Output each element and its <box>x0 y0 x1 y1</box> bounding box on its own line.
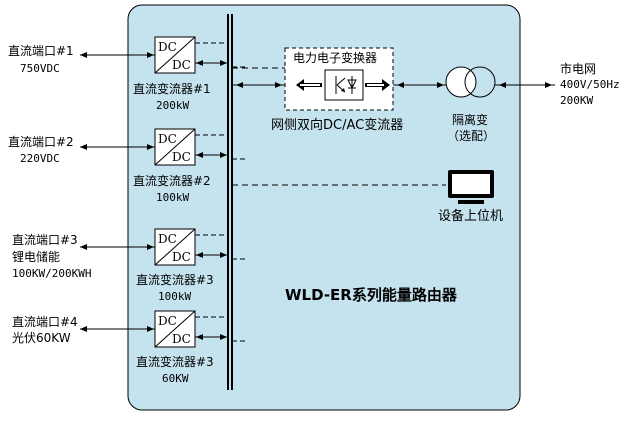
dcdc-boxes: DC DC DC DC DC DC DC DC <box>154 36 196 348</box>
converter-1-label: 直流变流器#1 <box>133 82 211 96</box>
router-name: WLD-ER系列能量路由器 <box>285 286 457 304</box>
ac-converter-title: 电力电子变换器 <box>293 51 378 65</box>
dcdc-bottom-label: DC <box>172 58 191 72</box>
port-3-title: 直流端口#3 <box>12 233 78 247</box>
igbt-module-icon <box>324 69 364 101</box>
monitor-icon <box>448 170 494 204</box>
bus-connections <box>195 42 247 342</box>
port-arrows <box>80 52 155 332</box>
ac-converter-caption: 网侧双向DC/AC变流器 <box>271 118 404 133</box>
converter-2-power: 100kW <box>156 191 190 204</box>
port-3-storage: 锂电储能 <box>12 250 61 264</box>
dcdc-converter-1: DC DC <box>154 36 196 74</box>
converter-3-power: 100kW <box>158 290 192 303</box>
dcdc-bottom-label: DC <box>172 150 191 164</box>
transformer-note: （选配） <box>447 129 496 143</box>
transformer-icon <box>445 66 496 98</box>
port-4-spec: 光伏60KW <box>12 331 71 345</box>
ac-converter <box>284 47 394 111</box>
dcdc-converter-4: DC DC <box>154 310 196 348</box>
port-1-spec: 750VDC <box>20 62 60 75</box>
dcdc-top-label: DC <box>158 232 177 246</box>
dcdc-converter-3: DC DC <box>154 228 196 266</box>
grid-voltage: 400V/50Hz <box>560 78 620 91</box>
converter-1-power: 200kW <box>156 99 190 112</box>
transformer-label: 隔离变 <box>452 113 489 127</box>
converter-3-label: 直流变流器#3 <box>136 273 214 287</box>
port-4-title: 直流端口#4 <box>12 315 78 329</box>
grid-title: 市电网 <box>560 62 597 76</box>
converter-4-label: 直流变流器#3 <box>136 355 214 369</box>
dcdc-bottom-label: DC <box>172 250 191 264</box>
dcdc-bottom-label: DC <box>172 332 191 346</box>
dcdc-top-label: DC <box>158 314 177 328</box>
grid-power: 200KW <box>560 94 594 107</box>
dcdc-top-label: DC <box>158 40 177 54</box>
port-1-title: 直流端口#1 <box>8 44 74 58</box>
port-3-capacity: 100KW/200KWH <box>12 267 92 280</box>
port-2-spec: 220VDC <box>20 152 60 165</box>
host-label: 设备上位机 <box>438 209 504 224</box>
converter-4-power: 60KW <box>162 372 189 385</box>
dcdc-top-label: DC <box>158 132 177 146</box>
converter-2-label: 直流变流器#2 <box>133 174 211 188</box>
router-panel <box>127 4 521 411</box>
dcdc-converter-2: DC DC <box>154 128 196 166</box>
port-2-title: 直流端口#2 <box>8 135 74 149</box>
